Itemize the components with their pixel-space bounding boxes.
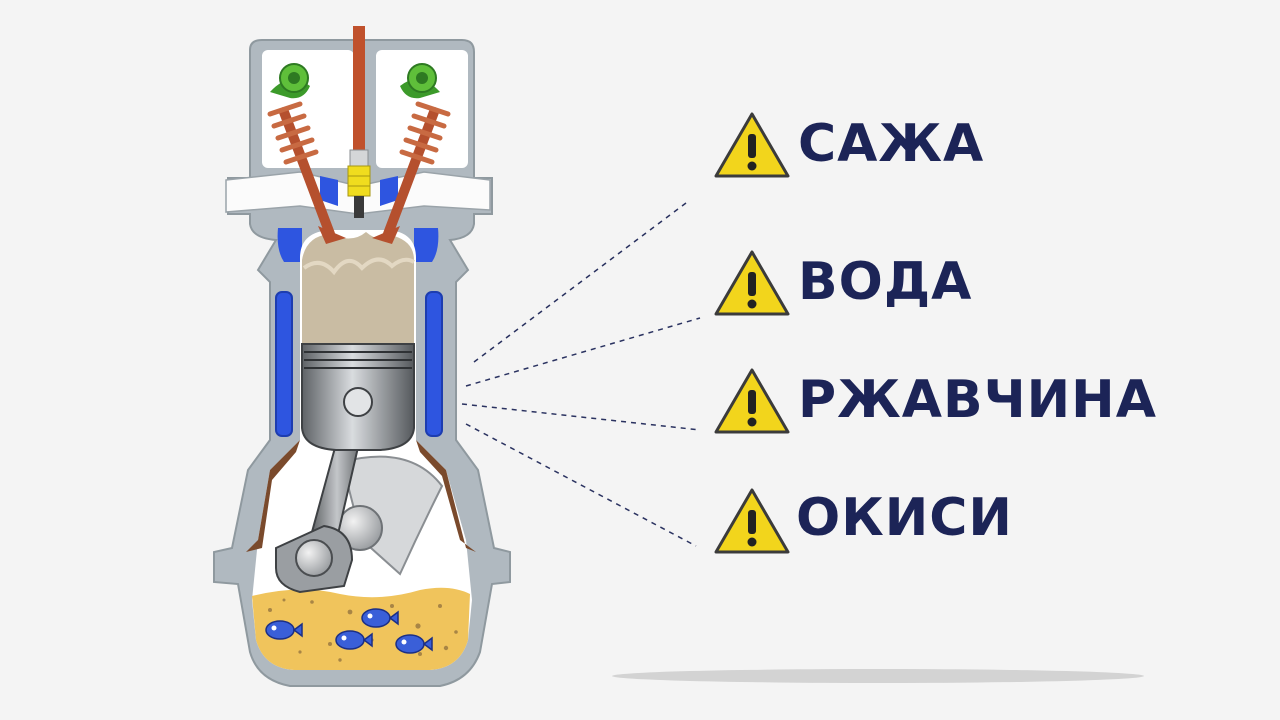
pointer-line-3 [461, 403, 701, 431]
warning-icon [714, 250, 790, 316]
warning-label-water: ВОДА [798, 252, 973, 312]
warning-label-soot: САЖА [798, 114, 985, 174]
soot-deposit [302, 232, 414, 344]
piston-pin [343, 387, 373, 417]
cam-chamber-right [376, 50, 468, 168]
floor-shadow [612, 669, 1144, 683]
warning-label-rust: РЖАВЧИНА [798, 370, 1157, 430]
coolant-channel-right-top [414, 228, 439, 262]
rust-deposit-right [416, 440, 476, 552]
exhaust-valve [372, 101, 451, 244]
crank-pin [295, 539, 333, 577]
intake-valve [267, 101, 346, 244]
warning-icon [714, 368, 790, 434]
warning-icon [714, 112, 790, 178]
pointer-line-4 [465, 423, 697, 547]
crank-counterweight [340, 455, 444, 576]
coolant-channel-left-top [277, 228, 302, 262]
microbe-2 [361, 608, 399, 628]
camshaft-left [270, 63, 310, 99]
pointer-lines [461, 199, 701, 547]
microbe-3 [335, 630, 373, 650]
rust-deposit-left [246, 440, 300, 552]
microbe-1 [265, 620, 303, 640]
cam-chamber-left [262, 50, 354, 168]
pointer-line-2 [465, 317, 701, 387]
coolant-channel-head-left [320, 176, 338, 206]
coolant-channel-left [275, 291, 293, 437]
warning-icon [714, 488, 790, 554]
coolant-channel-right [425, 291, 443, 437]
coolant-channel-head-right [380, 176, 398, 206]
spark-plug [347, 26, 371, 218]
microbe-4 [395, 634, 433, 654]
pointer-line-1 [473, 199, 691, 363]
microbe-group [265, 608, 433, 654]
warning-label-oxides: ОКИСИ [796, 488, 1013, 548]
camshaft-right [400, 63, 440, 99]
